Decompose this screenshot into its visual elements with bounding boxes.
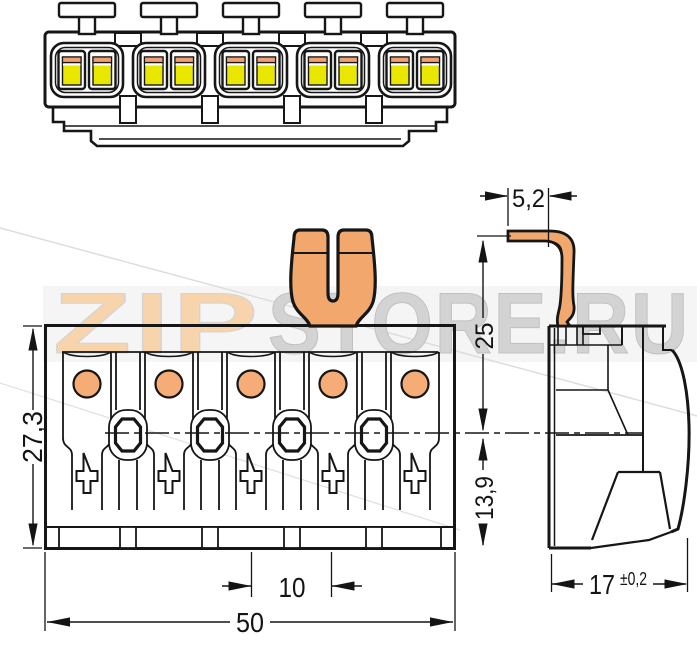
front-view-corner-steps — [58, 527, 442, 548]
clamp-spring-side — [506, 229, 576, 328]
lower-height-label: 13,9 — [471, 476, 499, 520]
front-width-label: 50 — [236, 607, 264, 638]
dimension-clamp-width: 5,2 — [480, 185, 577, 247]
clamp-width-label: 5,2 — [512, 185, 545, 213]
top-view-inner-contour — [64, 125, 436, 140]
front-view-body — [44, 324, 456, 550]
top-view-pole-2 — [131, 1, 207, 99]
dimension-lower-height: 13,9 — [471, 437, 499, 547]
dimension-pole-pitch: 10 — [222, 552, 362, 603]
top-view-pole-3 — [213, 1, 289, 99]
clamp-height-label: 25 — [471, 323, 499, 350]
side-view — [506, 229, 691, 550]
depth-label: 17 — [589, 569, 615, 600]
top-view-pole-4 — [295, 1, 371, 99]
mounting-claw-outer — [670, 348, 691, 534]
dimension-front-width: 50 — [44, 552, 456, 638]
foot-slot-4 — [365, 526, 383, 549]
front-view-pole-3 — [225, 350, 277, 512]
front-view-pole-1 — [61, 350, 113, 512]
mounting-hole-1 — [107, 350, 149, 512]
mounting-hole-2 — [189, 350, 231, 512]
foot-slot-3 — [283, 526, 301, 549]
dimension-depth: 17 ±0,2 — [550, 538, 689, 600]
dimension-front-height: 27,3 — [17, 325, 48, 549]
side-view-battlement — [549, 326, 622, 346]
mounting-hole-3 — [271, 350, 313, 512]
front-view-pole-4 — [307, 350, 359, 512]
top-view-pole-1 — [49, 1, 125, 99]
pole-pitch-label: 10 — [279, 572, 306, 603]
front-height-label: 27,3 — [17, 411, 48, 463]
top-view — [43, 1, 457, 148]
mounting-hole-4 — [353, 350, 395, 512]
foot-slot-1 — [119, 526, 137, 549]
front-view — [44, 228, 456, 550]
dimension-clamp-height: 25 — [471, 235, 511, 432]
front-view-pole-5 — [389, 350, 441, 512]
top-view-skirt — [51, 102, 449, 148]
side-view-top-block — [621, 326, 672, 472]
foot-slot-2 — [201, 526, 219, 549]
depth-tolerance-label: ±0,2 — [620, 569, 647, 589]
side-view-panel — [556, 345, 629, 436]
mounting-claw-inner — [590, 470, 672, 550]
top-view-pole-5 — [377, 1, 453, 99]
